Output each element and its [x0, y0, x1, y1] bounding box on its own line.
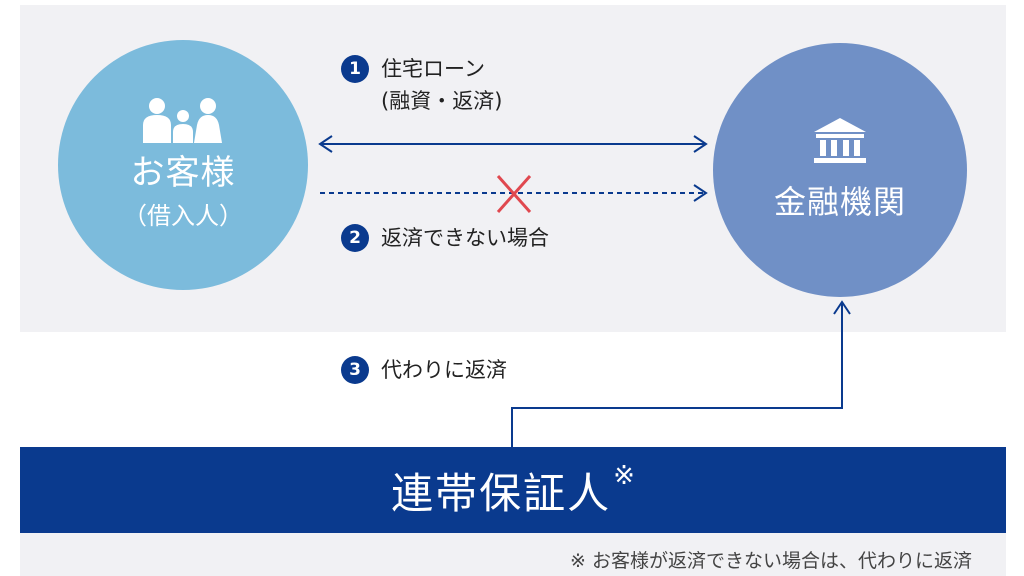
step-2-text: 返済できない場合: [381, 226, 549, 250]
customer-node: お客様 （借入人）: [58, 40, 308, 290]
bank-icon: [812, 116, 868, 168]
footnote: ※ お客様が返済できない場合は、代わりに返済: [570, 550, 972, 572]
bank-name: 金融機関: [773, 183, 906, 221]
customer-sub: （借入人）: [123, 202, 243, 230]
loan-double-arrow: [318, 135, 708, 153]
guarantor-node: 連帯保証人 ※: [20, 447, 1006, 533]
step-1-line1: 住宅ローン: [381, 57, 485, 81]
footnote-panel: [20, 533, 1006, 576]
step-1-label: 1 住宅ローン (融資・返済): [341, 55, 502, 115]
step-3-label: 3 代わりに返済: [341, 356, 507, 384]
step-number-badge: 1: [341, 55, 369, 83]
step-number-badge: 2: [341, 224, 369, 252]
guarantor-label: 連帯保証人: [391, 468, 612, 518]
cross-mark-icon: [496, 175, 532, 213]
step-3-text: 代わりに返済: [381, 358, 507, 382]
step-number-badge: 3: [341, 356, 369, 384]
family-icon: [139, 97, 227, 147]
guarantor-repayment-arrow: [511, 300, 851, 447]
step-2-label: 2 返済できない場合: [341, 224, 549, 252]
step-1-line2: (融資・返済): [381, 89, 503, 113]
customer-name: お客様: [130, 153, 236, 193]
guarantor-note-mark: ※: [613, 461, 635, 491]
bank-node: 金融機関: [713, 43, 967, 297]
